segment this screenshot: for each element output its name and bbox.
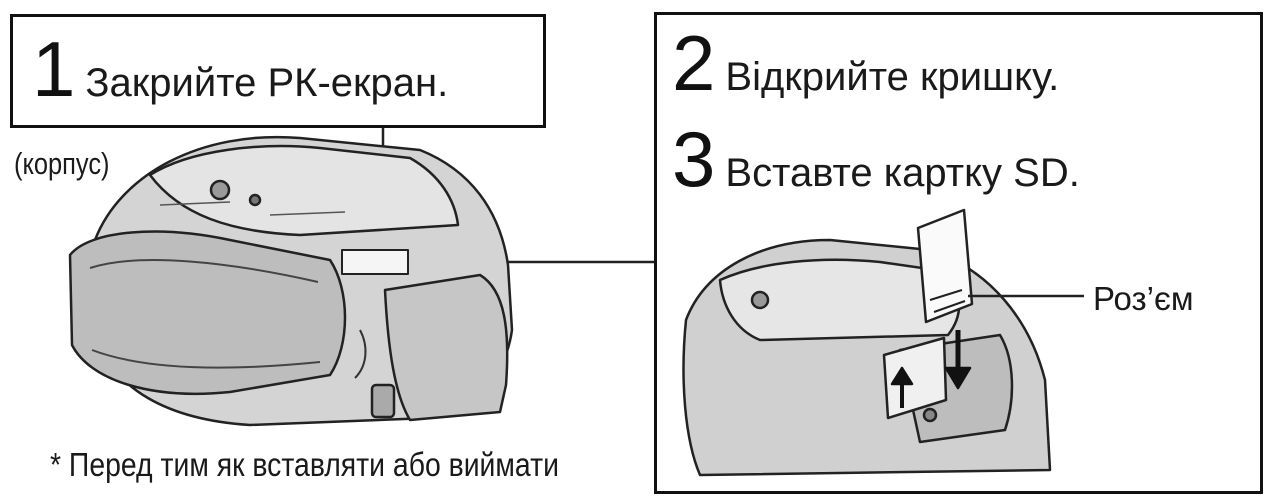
step-1-text: Закрийте РК-екран. — [85, 61, 449, 105]
step-1: 1 Закрийте РК-екран. — [32, 30, 448, 108]
step-3-number: 3 — [672, 115, 716, 203]
step1-box — [10, 14, 546, 128]
step-3-text: Вставте картку SD. — [725, 151, 1080, 195]
step-3: 3 Вставте картку SD. — [672, 120, 1080, 198]
step-2-number: 2 — [672, 19, 716, 107]
camcorder-illustration — [68, 135, 514, 427]
steps-2-3-box — [654, 12, 1263, 494]
step-2-text: Відкрийте кришку. — [725, 55, 1060, 99]
sd-card-insertion-illustration — [682, 208, 1084, 477]
step-2: 2 Відкрийте кришку. — [672, 24, 1059, 102]
footnote: * Перед тим як вставляти або виймати — [50, 446, 559, 483]
body-label: (корпус) — [14, 146, 110, 181]
connector-label: Роз’єм — [1093, 280, 1194, 317]
step-1-number: 1 — [32, 25, 76, 113]
